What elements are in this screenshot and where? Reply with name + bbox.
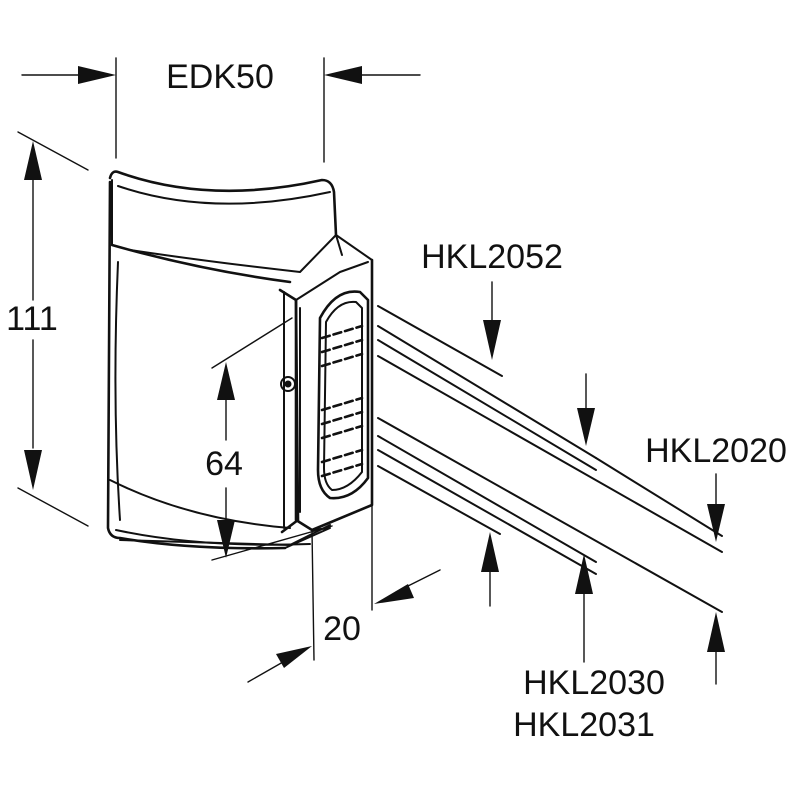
- dim-height-inner: [211, 317, 333, 561]
- dim-height-total: [17, 131, 89, 527]
- rail-callouts: [481, 281, 725, 685]
- label-height-64: 64: [205, 445, 243, 483]
- label-hkl2052: HKL2052: [421, 238, 563, 276]
- rails: [377, 305, 723, 613]
- dim-width: [21, 57, 421, 163]
- dim-depth: [247, 504, 441, 683]
- label-hkl2020: HKL2020: [645, 432, 787, 470]
- label-height-111: 111: [6, 300, 58, 338]
- slot-frame: [316, 290, 370, 500]
- label-edk50: EDK50: [166, 58, 274, 96]
- label-hkl2031: HKL2031: [513, 706, 655, 744]
- end-cap-body: [106, 170, 374, 550]
- label-depth-20: 20: [323, 610, 361, 648]
- label-hkl2030: HKL2030: [523, 664, 665, 702]
- screw-hole-icon: [280, 376, 296, 392]
- slot-ribs: [320, 324, 364, 478]
